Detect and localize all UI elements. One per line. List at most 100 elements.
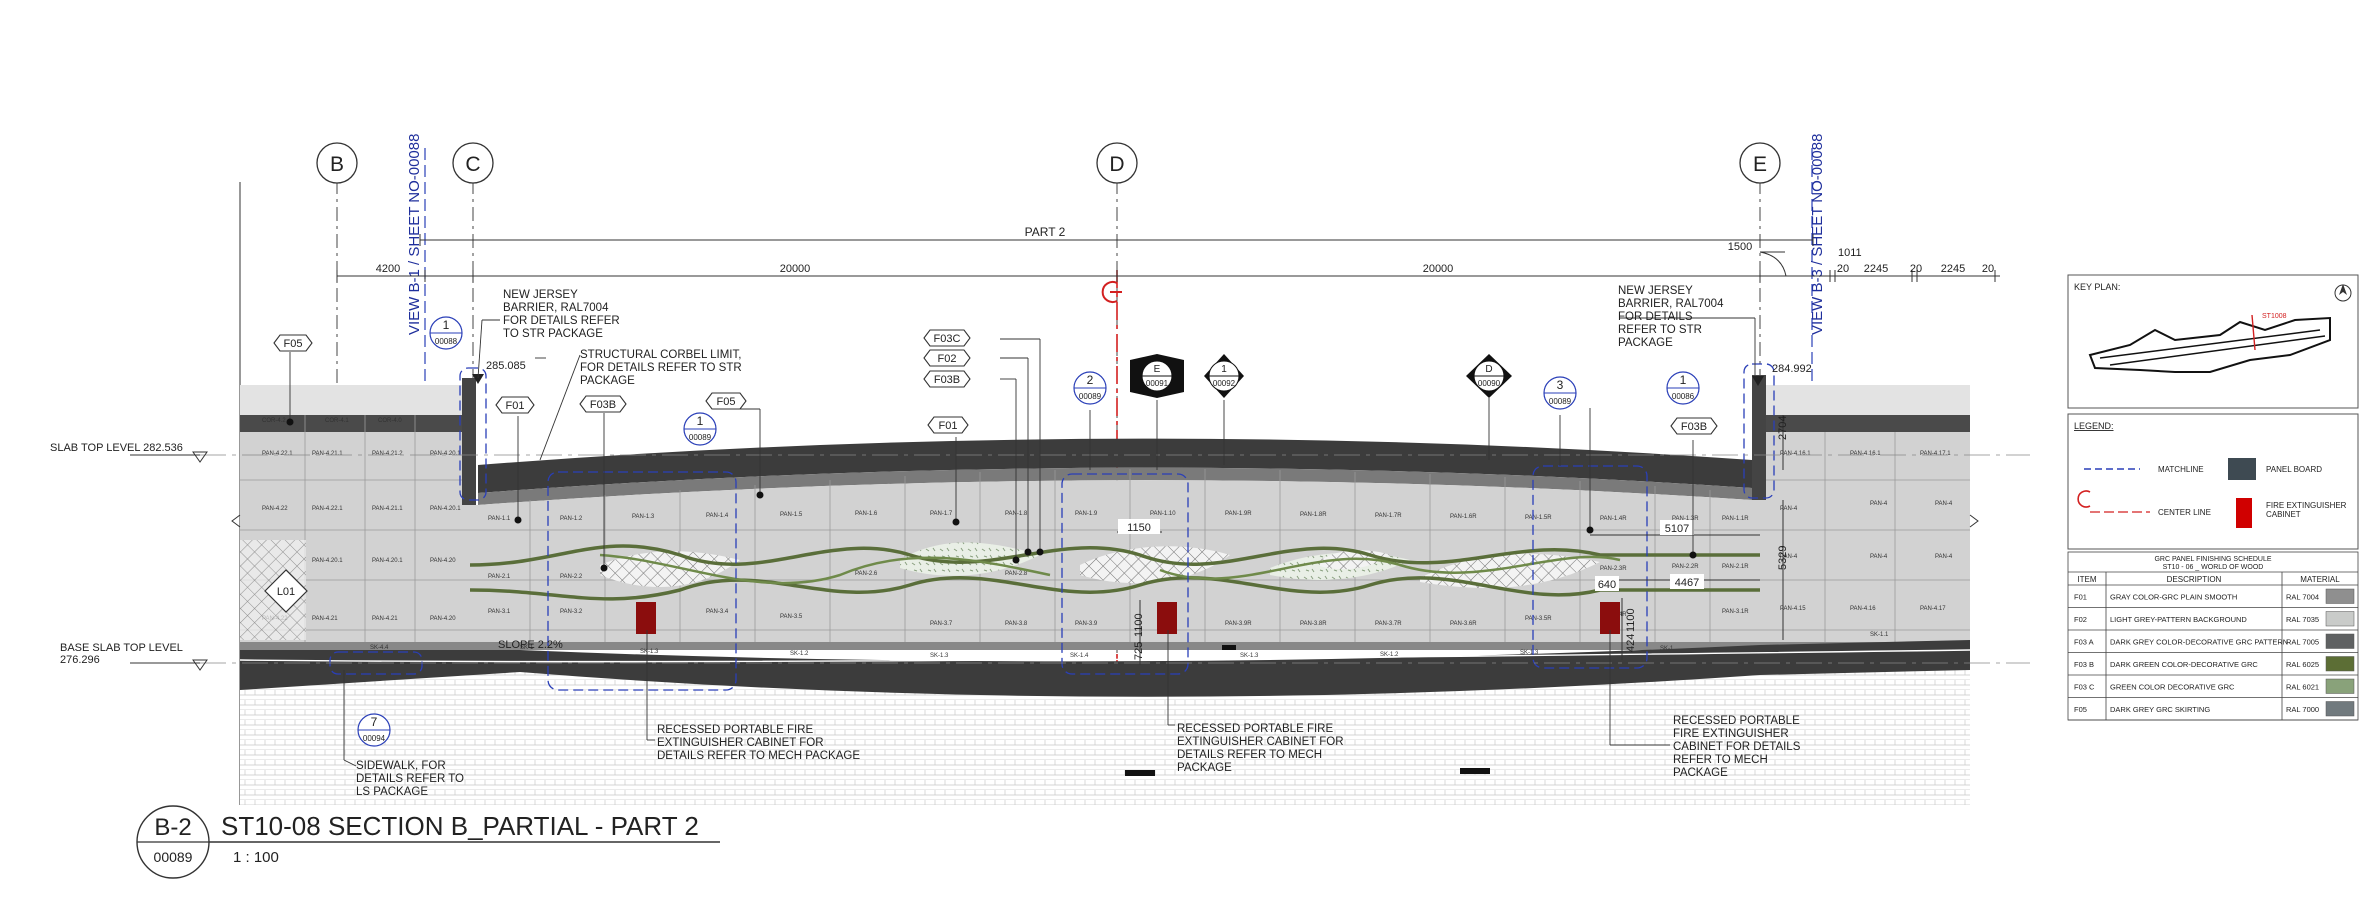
svg-text:00089: 00089 xyxy=(1549,397,1572,406)
note-nj-barrier-left: NEW JERSEY BARRIER, RAL7004 FOR DETAILS … xyxy=(503,289,620,340)
svg-text:PAN-3.5: PAN-3.5 xyxy=(780,614,803,620)
svg-text:CABINET FOR DETAILS: CABINET FOR DETAILS xyxy=(1673,741,1801,753)
svg-text:SK-1.3: SK-1.3 xyxy=(930,653,949,659)
schedule-item: F01 xyxy=(2074,592,2087,601)
tag-f01-mid[interactable]: F01 xyxy=(927,416,969,434)
svg-text:FIRE EXTINGUISHER: FIRE EXTINGUISHER xyxy=(1673,728,1789,740)
panel-wall xyxy=(240,432,1970,642)
page-title: ST10-08 SECTION B_PARTIAL - PART 2 xyxy=(221,811,699,841)
fire-extinguisher-cabinet-3[interactable] xyxy=(1600,602,1620,634)
schedule-description: DARK GREY COLOR-DECORATIVE GRC PATTERN xyxy=(2110,637,2288,646)
svg-text:PAN-4.21.1: PAN-4.21.1 xyxy=(372,506,403,512)
dim-20-c: 20 xyxy=(1982,263,1994,275)
svg-text:PAN-1.7R: PAN-1.7R xyxy=(1375,513,1402,519)
svg-text:00091: 00091 xyxy=(1146,379,1169,388)
tag-f02[interactable]: F02 xyxy=(923,349,971,367)
key-plan-outline xyxy=(2088,316,2331,373)
section-mark-d-00090[interactable]: D 00090 xyxy=(1466,354,1512,398)
dim-20000-a: 20000 xyxy=(780,263,811,275)
svg-text:EXTINGUISHER CABINET FOR: EXTINGUISHER CABINET FOR xyxy=(657,737,824,749)
svg-text:SIDEWALK, FOR: SIDEWALK, FOR xyxy=(356,760,446,772)
svg-text:PANEL BOARD: PANEL BOARD xyxy=(2266,465,2322,474)
grid-bubble-b[interactable]: B xyxy=(316,142,358,184)
svg-text:PAN-1.3R: PAN-1.3R xyxy=(1672,516,1699,522)
callout-7-00094[interactable]: 7 00094 xyxy=(357,713,391,747)
grid-bubble-e[interactable]: E xyxy=(1739,142,1781,184)
dim-20000-b: 20000 xyxy=(1423,263,1454,275)
svg-text:1: 1 xyxy=(1221,364,1227,375)
svg-text:TO STR PACKAGE: TO STR PACKAGE xyxy=(503,328,603,340)
tag-f03b-right[interactable]: F03B xyxy=(1670,417,1718,435)
svg-text:PAN-4: PAN-4 xyxy=(1780,554,1798,560)
nj-barrier-left[interactable] xyxy=(462,378,476,505)
svg-text:PAN-2.8: PAN-2.8 xyxy=(1005,571,1028,577)
callout-1-00089[interactable]: 1 00089 xyxy=(683,412,717,446)
schedule-item: F03 A xyxy=(2074,637,2094,646)
callout-2-00089[interactable]: 2 00089 xyxy=(1073,371,1107,405)
tag-f01-left[interactable]: F01 xyxy=(495,396,535,414)
svg-text:1: 1 xyxy=(1680,373,1687,387)
svg-text:PAN-3.6R: PAN-3.6R xyxy=(1450,621,1477,627)
grid-bubble-c[interactable]: C xyxy=(452,142,494,184)
title-block: B-2 00089 ST10-08 SECTION B_PARTIAL - PA… xyxy=(136,805,720,879)
svg-text:PAN-3.4: PAN-3.4 xyxy=(706,609,729,615)
dim-1150: 1150 xyxy=(1127,522,1151,534)
tag-f03b-mid[interactable]: F03B xyxy=(923,370,971,388)
title-sheet: 00089 xyxy=(154,849,193,865)
note-fire-ext-2: RECESSED PORTABLE FIRE EXTINGUISHER CABI… xyxy=(1177,723,1344,774)
svg-text:PAN-2.2: PAN-2.2 xyxy=(560,574,583,580)
svg-text:PAN-2.6: PAN-2.6 xyxy=(855,571,878,577)
dim-5329: 5329 xyxy=(1777,546,1789,570)
dim-4467: 4467 xyxy=(1675,577,1699,589)
svg-text:SLAB TOP LEVEL 282.536: SLAB TOP LEVEL 282.536 xyxy=(50,442,183,454)
svg-text:BARRIER, RAL7004: BARRIER, RAL7004 xyxy=(503,302,609,314)
svg-text:PAN-1.3: PAN-1.3 xyxy=(632,514,655,520)
fire-extinguisher-cabinet-1[interactable] xyxy=(636,602,656,634)
section-mark-e-00091[interactable]: E 00091 xyxy=(1130,354,1184,398)
section-mark-1-00092[interactable]: 1 00092 xyxy=(1204,354,1244,398)
svg-text:F03B: F03B xyxy=(590,399,616,411)
svg-text:PAN-3.9R: PAN-3.9R xyxy=(1225,621,1252,627)
svg-text:FIRE EXTINGUISHER: FIRE EXTINGUISHER xyxy=(2266,501,2347,510)
svg-text:PAN-3.7R: PAN-3.7R xyxy=(1375,621,1402,627)
svg-text:00089: 00089 xyxy=(689,433,712,442)
tag-l01[interactable] xyxy=(264,569,308,613)
grid-bubble-d[interactable]: D xyxy=(1096,142,1138,184)
schedule-swatch xyxy=(2325,633,2355,649)
tag-f03c[interactable]: F03C xyxy=(923,329,971,347)
view-ref-left[interactable]: VIEW B-1 / SHEET NO-00088 xyxy=(406,134,423,335)
callout-1-00088[interactable]: 1 00088 xyxy=(429,316,463,350)
legend-panel-swatch xyxy=(2228,458,2256,480)
svg-text:KEY PLAN:: KEY PLAN: xyxy=(2074,282,2120,292)
svg-text:PAN-3.5R: PAN-3.5R xyxy=(1525,616,1552,622)
svg-text:PAN-1.6: PAN-1.6 xyxy=(855,511,878,517)
nj-barrier-right[interactable] xyxy=(1752,375,1766,500)
svg-text:PAN-1.4R: PAN-1.4R xyxy=(1600,516,1627,522)
svg-text:00090: 00090 xyxy=(1478,379,1501,388)
fire-extinguisher-cabinet-2[interactable] xyxy=(1157,602,1177,634)
svg-text:PAN-1.10: PAN-1.10 xyxy=(1150,511,1176,517)
svg-text:COR-4.2: COR-4.2 xyxy=(262,418,286,424)
note-sidewalk: SIDEWALK, FOR DETAILS REFER TO LS PACKAG… xyxy=(356,760,464,798)
svg-text:GRC PANEL FINISHING SCHEDULE: GRC PANEL FINISHING SCHEDULE xyxy=(2154,556,2271,563)
dimension-lines xyxy=(336,234,2000,282)
schedule-swatch xyxy=(2325,611,2355,627)
tag-f05-left[interactable]: F05 xyxy=(273,334,313,352)
tag-f03b-left[interactable]: F03B xyxy=(579,395,627,413)
callout-1-00086[interactable]: 1 00086 xyxy=(1666,371,1700,405)
callout-3-00089[interactable]: 3 00089 xyxy=(1543,376,1577,410)
schedule-material: RAL 7000 xyxy=(2286,705,2319,714)
svg-text:PAN-4.16.1: PAN-4.16.1 xyxy=(1780,451,1811,457)
svg-text:F01: F01 xyxy=(506,400,525,412)
svg-text:F03C: F03C xyxy=(934,333,961,345)
svg-text:RECESSED PORTABLE FIRE: RECESSED PORTABLE FIRE xyxy=(657,724,813,736)
svg-text:PAN-4: PAN-4 xyxy=(1870,501,1888,507)
centerline-symbol xyxy=(1101,281,1122,303)
tag-f05-mid[interactable]: F05 xyxy=(705,392,747,410)
svg-text:PAN-4.20.1: PAN-4.20.1 xyxy=(312,558,343,564)
svg-text:LS PACKAGE: LS PACKAGE xyxy=(356,786,428,798)
note-fire-ext-1: RECESSED PORTABLE FIRE EXTINGUISHER CABI… xyxy=(657,724,860,762)
note-corbel-limit: STRUCTURAL CORBEL LIMIT, FOR DETAILS REF… xyxy=(580,349,742,387)
view-ref-right[interactable]: VIEW B-3 / SHEET NO-00088 xyxy=(1809,134,1826,335)
svg-text:DETAILS REFER TO MECH: DETAILS REFER TO MECH xyxy=(1177,749,1322,761)
